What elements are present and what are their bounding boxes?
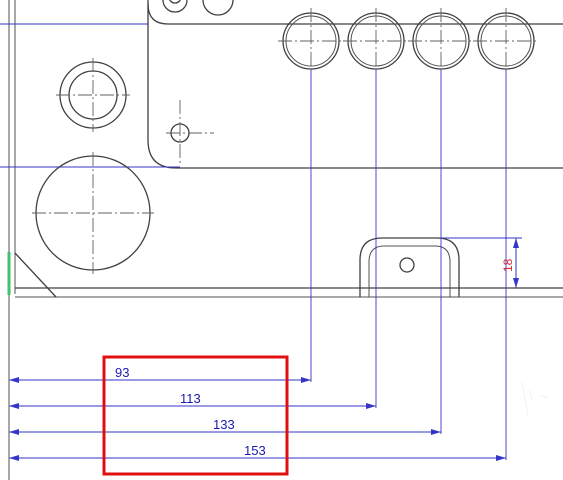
base-plate <box>7 252 563 298</box>
dimension-18-text: 18 <box>501 258 515 272</box>
large-circle <box>32 152 154 274</box>
top-circle-row <box>278 8 539 74</box>
circle-hole <box>278 8 344 74</box>
top-partial-holes <box>162 0 234 16</box>
left-frame <box>8 0 16 480</box>
dimension-18: 18 <box>501 238 519 288</box>
small-hole <box>166 100 214 164</box>
dimension-153: 153 <box>9 443 506 461</box>
extension-lines <box>310 70 522 460</box>
dimension-lines: 93 113 133 153 <box>9 365 506 461</box>
dimension-153-text: 153 <box>244 443 266 458</box>
dimension-133-text: 133 <box>213 417 235 432</box>
dimension-93-text: 93 <box>115 365 129 380</box>
faint-texture <box>521 381 549 417</box>
dimension-93: 93 <box>9 365 311 383</box>
circle-hole <box>473 8 539 74</box>
mounting-tab <box>359 237 460 297</box>
dimension-133: 133 <box>9 417 441 435</box>
highlight-box <box>102 355 289 476</box>
dimension-113-text: 113 <box>180 391 201 406</box>
circle-hole <box>343 8 409 74</box>
double-circle-hole <box>56 58 130 132</box>
upper-plate-outline <box>0 0 563 169</box>
circle-hole <box>408 8 474 74</box>
dimension-113: 113 <box>9 391 376 409</box>
